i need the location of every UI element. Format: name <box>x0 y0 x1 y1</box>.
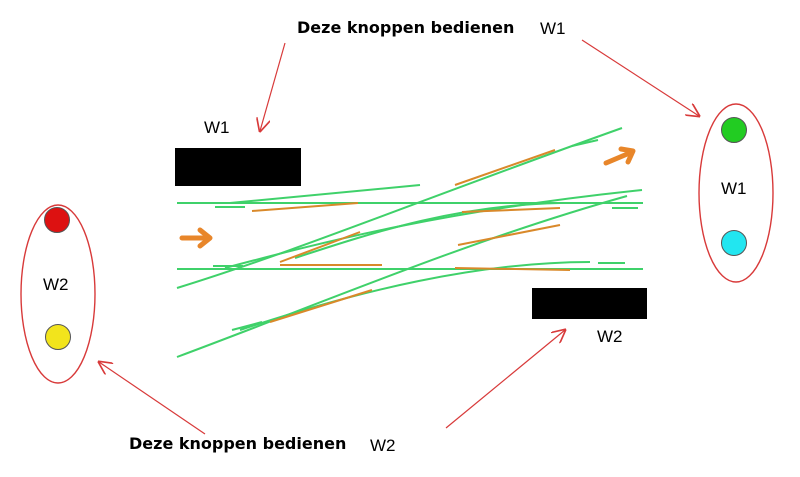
track-stub-6 <box>231 321 263 331</box>
annotation-arrows <box>99 39 699 435</box>
direction-arrows <box>179 146 636 249</box>
top-caption-target: W1 <box>540 19 566 38</box>
right-panel-label: W1 <box>721 179 747 198</box>
w1-switch-label: W1 <box>204 118 230 137</box>
w2-yellow-button[interactable] <box>45 324 71 350</box>
w2-switch-block <box>532 288 647 319</box>
track-diverging-4 <box>239 261 591 331</box>
bottom-caption-target: W2 <box>370 436 396 455</box>
blade-1 <box>251 202 359 212</box>
track-diverging-3 <box>176 195 628 358</box>
blade-3 <box>461 207 561 213</box>
w1-cyan-button[interactable] <box>721 230 747 256</box>
blade-4 <box>279 231 361 263</box>
track-diverging-6 <box>229 184 421 204</box>
direction-arrow-right <box>603 146 636 166</box>
arrow-to-right-panel <box>581 39 699 116</box>
point-blades <box>251 149 571 323</box>
track-diverging-1 <box>176 127 623 289</box>
track-diverging-2 <box>224 189 643 269</box>
track-diverging-5 <box>294 202 561 259</box>
blade-6 <box>454 267 571 271</box>
arrow-to-w2-switch <box>445 330 565 429</box>
w2-switch-label: W2 <box>597 327 623 346</box>
left-panel-outline <box>20 204 96 384</box>
w2-red-button[interactable] <box>44 207 70 233</box>
blade-2 <box>454 149 556 186</box>
bottom-caption: Deze knoppen bedienen <box>129 434 347 453</box>
w1-switch-block <box>175 148 301 186</box>
left-panel-label: W2 <box>43 275 69 294</box>
track-lines <box>176 127 643 358</box>
blade-8 <box>269 289 373 323</box>
right-panel-outline <box>698 103 774 283</box>
direction-arrow-left <box>179 227 213 249</box>
top-caption: Deze knoppen bedienen <box>297 18 515 37</box>
arrow-to-w1-switch <box>260 42 286 131</box>
w1-green-button[interactable] <box>721 117 747 143</box>
track-stub-5 <box>571 139 599 147</box>
arrow-to-left-panel <box>99 362 206 435</box>
blade-7 <box>457 224 561 246</box>
